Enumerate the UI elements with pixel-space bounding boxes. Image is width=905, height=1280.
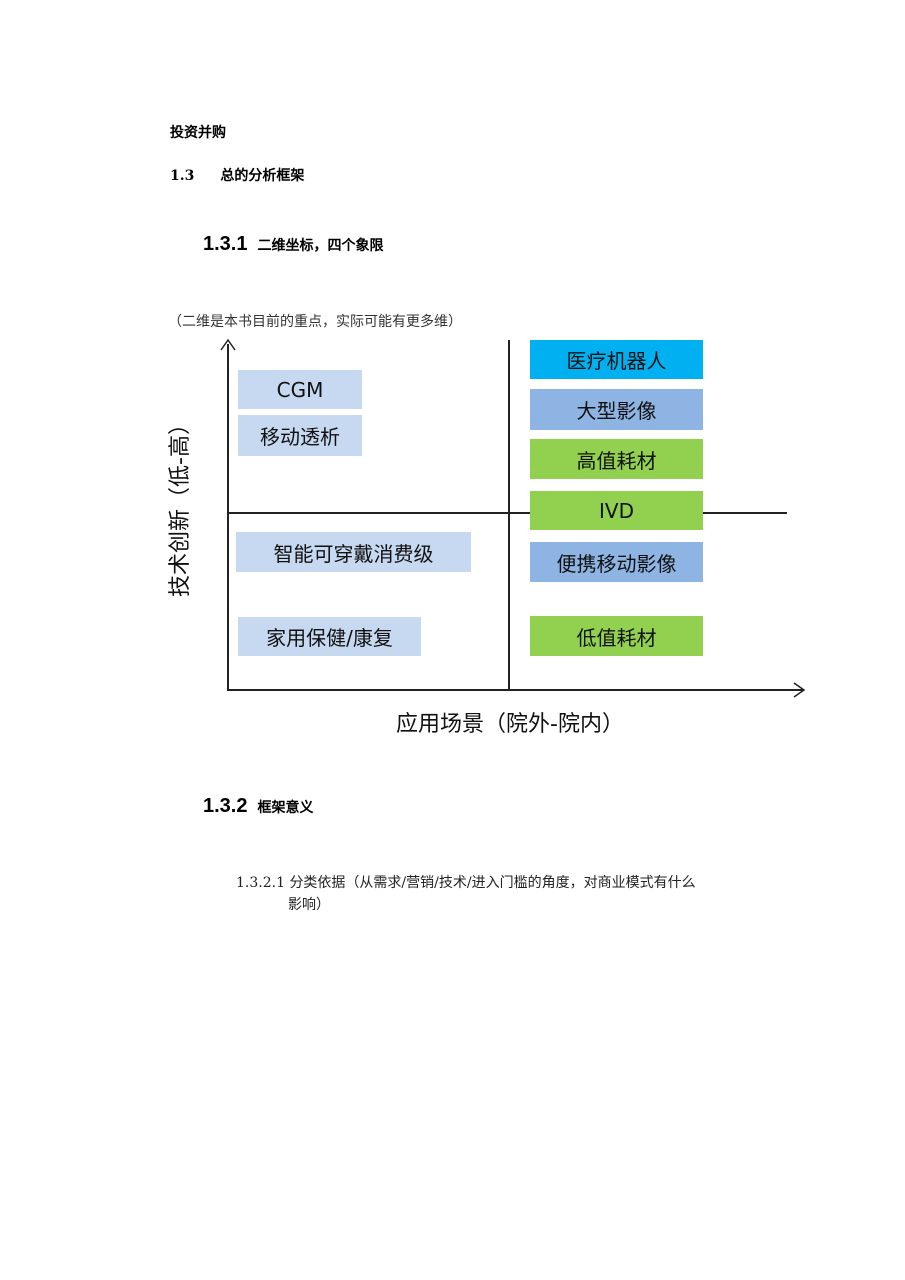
section-1-3-1-heading: 1.3.1 二维坐标，四个象限 bbox=[203, 233, 383, 256]
item-home-health: 家用保健/康复 bbox=[238, 617, 421, 656]
x-axis-arrow-icon bbox=[793, 682, 806, 698]
item-ivd: IVD bbox=[530, 491, 703, 530]
item-low-value-consumables: 低值耗材 bbox=[530, 616, 703, 656]
section-number: 1.3.2.1 bbox=[236, 875, 285, 891]
y-axis-arrow-icon bbox=[220, 338, 236, 351]
item-mobile-dialysis: 移动透析 bbox=[238, 415, 362, 456]
section-number: 1.3.2 bbox=[203, 795, 248, 817]
item-medical-robot: 医疗机器人 bbox=[530, 340, 703, 379]
item-portable-imaging: 便携移动影像 bbox=[530, 542, 703, 582]
item-cgm: CGM bbox=[238, 370, 362, 409]
item-large-imaging: 大型影像 bbox=[530, 389, 703, 430]
section-1-3-2-1: 1.3.2.1 分类依据（从需求/营销/技术/进入门槛的角度，对商业模式有什么 … bbox=[236, 872, 696, 916]
x-axis bbox=[227, 689, 803, 691]
item-high-value-consumables: 高值耗材 bbox=[530, 439, 703, 479]
section-number: 1.3 bbox=[170, 168, 195, 184]
section-title: 二维坐标，四个象限 bbox=[257, 237, 384, 253]
y-axis-label: 技术创新（低-高） bbox=[168, 413, 193, 597]
note-text: （二维是本书目前的重点，实际可能有更多维） bbox=[168, 314, 462, 330]
y-axis bbox=[227, 344, 229, 691]
section-title: 总的分析框架 bbox=[220, 168, 305, 184]
section-title: 框架意义 bbox=[257, 799, 314, 815]
item-smart-wearable: 智能可穿戴消费级 bbox=[236, 532, 471, 572]
x-axis-label: 应用场景（院外-院内） bbox=[396, 712, 624, 737]
section-text-line1: 分类依据（从需求/营销/技术/进入门槛的角度，对商业模式有什么 bbox=[289, 875, 696, 891]
section-number: 1.3.1 bbox=[203, 233, 248, 255]
doc-heading: 投资并购 bbox=[170, 125, 226, 141]
section-1-3-2-heading: 1.3.2 框架意义 bbox=[203, 795, 313, 818]
section-text-line2: 影响） bbox=[288, 897, 330, 913]
horizontal-divider bbox=[227, 512, 787, 514]
section-1-3-heading: 1.3 总的分析框架 bbox=[170, 165, 304, 185]
vertical-divider bbox=[508, 340, 510, 690]
